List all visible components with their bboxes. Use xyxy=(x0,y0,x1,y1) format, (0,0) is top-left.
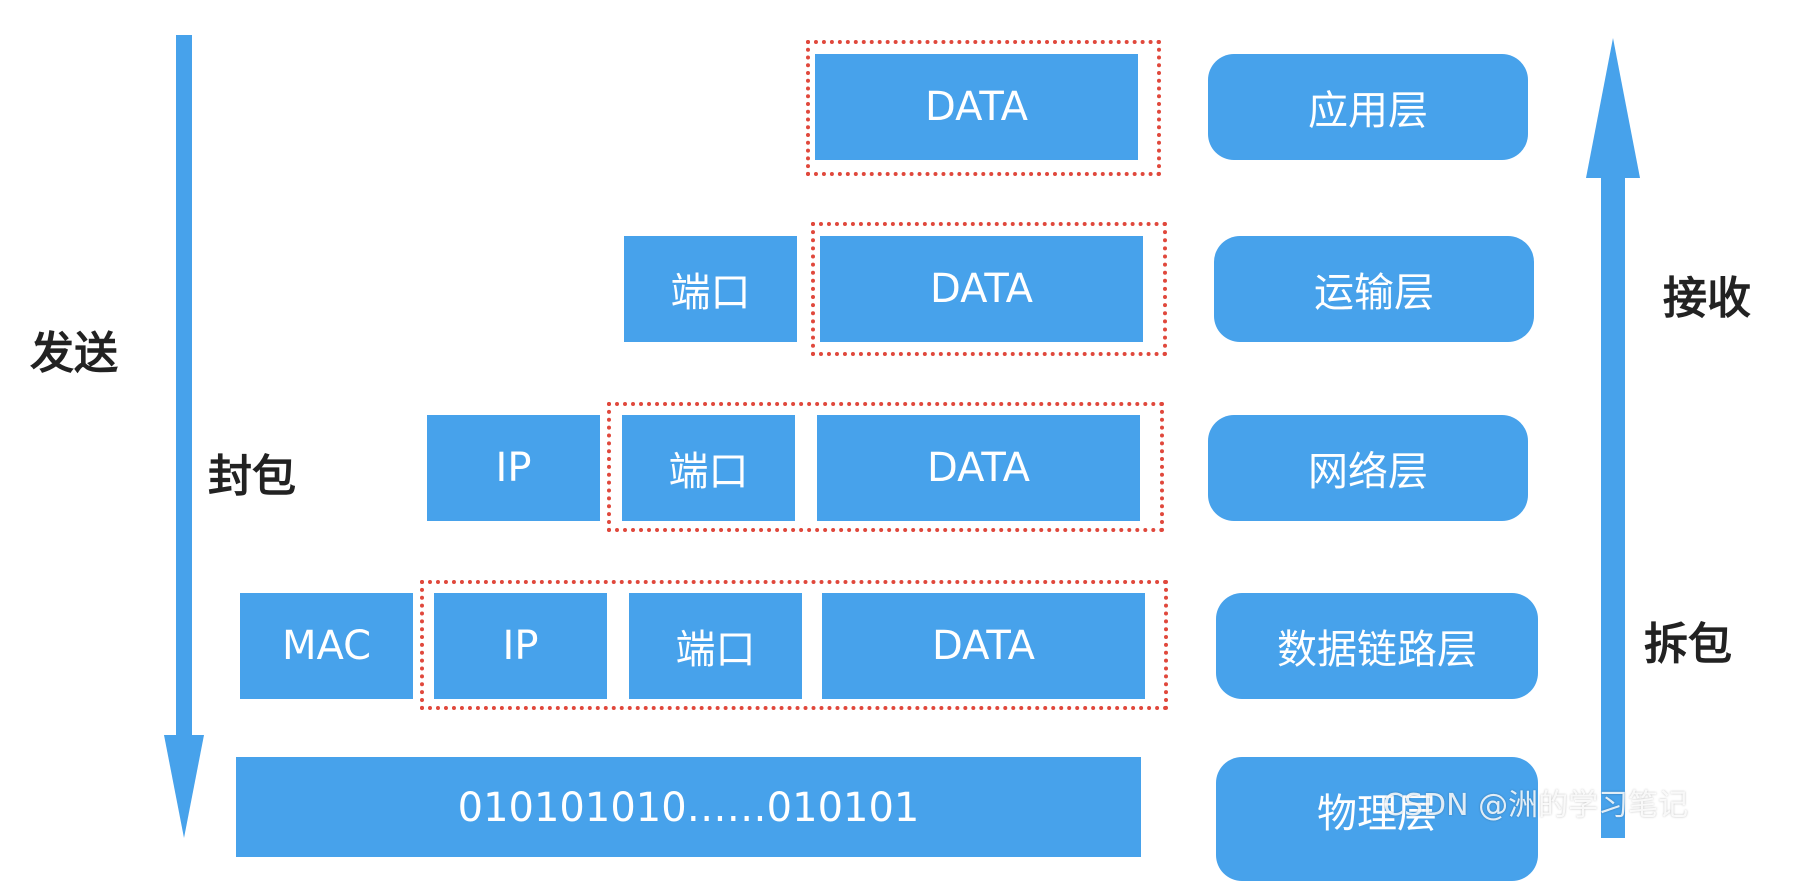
send-label: 发送 xyxy=(30,328,118,379)
encapsulate-label: 封包 xyxy=(208,451,296,502)
physical-bits-block: 010101010……010101 xyxy=(236,757,1141,857)
layer-network: 网络层 xyxy=(1208,415,1528,521)
watermark: CSDN @洲的学习笔记 xyxy=(1383,788,1689,823)
datalink-ip-block: IP xyxy=(434,593,607,699)
transport-payload-outline xyxy=(811,222,1167,356)
send-arrow-down-icon xyxy=(164,35,204,838)
network-data-block: DATA xyxy=(817,415,1140,521)
receive-arrow-up-icon xyxy=(1586,38,1640,838)
decapsulate-label: 拆包 xyxy=(1644,619,1732,670)
layer-application: 应用层 xyxy=(1208,54,1528,160)
application-data-block: DATA xyxy=(815,54,1138,160)
datalink-payload-outline xyxy=(420,580,1168,710)
datalink-data-block: DATA xyxy=(822,593,1145,699)
transport-port-block: 端口 xyxy=(624,236,797,342)
network-payload-outline xyxy=(607,402,1164,532)
datalink-mac-block: MAC xyxy=(240,593,413,699)
application-payload-outline xyxy=(806,40,1161,176)
transport-data-block: DATA xyxy=(820,236,1143,342)
receive-label: 接收 xyxy=(1663,273,1751,324)
layer-transport: 运输层 xyxy=(1214,236,1534,342)
network-port-block: 端口 xyxy=(622,415,795,521)
layer-datalink: 数据链路层 xyxy=(1216,593,1538,699)
datalink-port-block: 端口 xyxy=(629,593,802,699)
network-ip-block: IP xyxy=(427,415,600,521)
